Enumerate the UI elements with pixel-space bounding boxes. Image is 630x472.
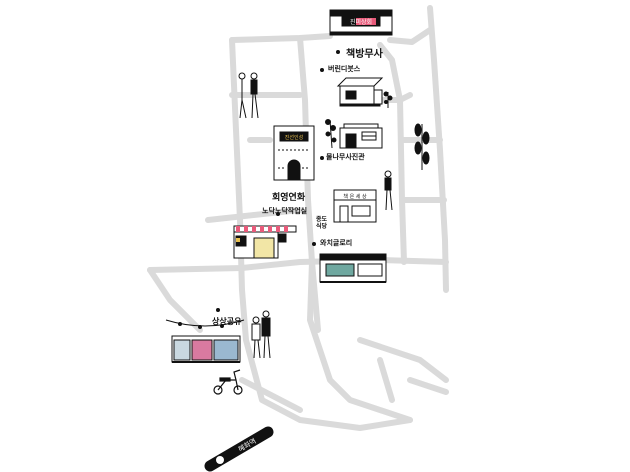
place-dot-1 bbox=[336, 50, 340, 54]
building-bookstore[interactable]: 책 은 세 상 bbox=[333, 189, 377, 223]
sign-s1: 진미상회 bbox=[350, 18, 372, 26]
place-label-4[interactable]: 회영연화 bbox=[272, 193, 306, 203]
plant-icon-2 bbox=[325, 119, 337, 149]
people-pair-bottom bbox=[251, 310, 271, 359]
person-right bbox=[384, 170, 393, 211]
place-dot-5 bbox=[276, 212, 280, 216]
subway-station-bar[interactable] bbox=[204, 426, 274, 472]
place-dot-7 bbox=[312, 242, 316, 246]
road-network bbox=[147, 5, 449, 431]
place-label-8[interactable]: 상상공유 bbox=[212, 317, 242, 326]
place-label-5[interactable]: 노닥노닥작업실 bbox=[262, 207, 308, 215]
place-label-6[interactable]: 종도식당 bbox=[316, 216, 328, 230]
plant-icon-1 bbox=[383, 91, 393, 108]
building-top-store[interactable] bbox=[329, 9, 393, 36]
people-pair-top-left bbox=[238, 72, 259, 119]
place-dot-2 bbox=[320, 68, 324, 72]
place-dot-3 bbox=[320, 156, 324, 160]
building-clothing-stall[interactable] bbox=[165, 319, 245, 363]
sign-s3: 책 은 세 상 bbox=[343, 193, 367, 200]
place-label-2[interactable]: 버린디붓스 bbox=[328, 65, 361, 73]
building-house[interactable] bbox=[336, 77, 384, 107]
place-dot-8 bbox=[216, 308, 220, 312]
place-label-7[interactable]: 와치글로리 bbox=[320, 239, 353, 247]
building-striped-store[interactable] bbox=[233, 225, 297, 259]
building-long-store[interactable] bbox=[319, 253, 387, 283]
building-photo-studio[interactable] bbox=[339, 123, 383, 149]
sign-s2: 진선인성 bbox=[285, 134, 303, 141]
tree-icon bbox=[414, 123, 430, 170]
scooter-icon bbox=[213, 369, 243, 395]
building-brick-tower[interactable]: 진선인성 bbox=[273, 125, 315, 181]
place-label-3[interactable]: 물나무사진관 bbox=[326, 153, 365, 161]
place-label-1[interactable]: 책방무사 bbox=[346, 49, 383, 60]
